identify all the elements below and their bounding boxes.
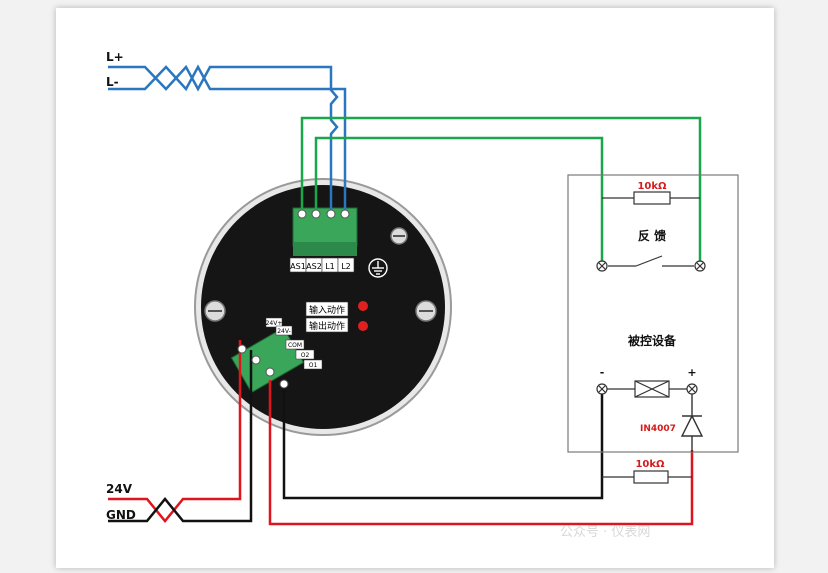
- label-com: COM: [288, 342, 302, 349]
- input-action-label: 输入动作: [309, 304, 345, 316]
- side-terminal-labels: 24V+ 24V- COM O2 O1: [266, 317, 323, 370]
- side-terminal-screws: [237, 344, 289, 389]
- label-24v-minus: 24V-: [277, 328, 291, 335]
- device-minus-label: -: [600, 366, 605, 379]
- top-terminal-labels: AS1 AS2 L1 L2: [289, 257, 355, 273]
- label-as2: AS2: [306, 262, 322, 271]
- controlled-device-title: 被控设备: [628, 333, 677, 348]
- indicator-panel: 输入动作 输出动作: [305, 301, 368, 333]
- wire-blue: [108, 64, 347, 210]
- feedback-resistor-label: 10kΩ: [637, 181, 667, 192]
- dc-24v-label: 24V: [106, 482, 133, 496]
- device-plus-label: +: [687, 366, 696, 379]
- label-l1: L1: [325, 262, 335, 271]
- feedback-resistor: 10kΩ: [602, 181, 700, 205]
- diode-icon: [680, 394, 704, 452]
- output-action-label: 输出动作: [309, 320, 345, 332]
- bottom-resistor-label: 10kΩ: [635, 459, 665, 470]
- screw-top-right: [390, 227, 408, 245]
- label-24v-plus: 24V+: [266, 320, 283, 327]
- label-as1: AS1: [290, 262, 306, 271]
- watermark: 公众号 · 仪表网: [560, 525, 650, 540]
- load-icon: [596, 380, 698, 398]
- label-o2: O2: [301, 352, 310, 359]
- diode-label: IN4007: [640, 424, 676, 434]
- screw-right: [415, 300, 437, 322]
- controlled-device-box: [567, 174, 739, 453]
- feedback-title: 反 馈: [638, 228, 666, 243]
- bottom-resistor: 10kΩ: [602, 459, 692, 484]
- switch-icon: [596, 255, 706, 272]
- wire-black: [108, 350, 604, 523]
- ground-icon: [368, 258, 388, 278]
- label-l2: L2: [341, 262, 351, 271]
- input-led-icon: [358, 301, 368, 311]
- wire-green: [300, 116, 702, 265]
- screw-left: [204, 300, 226, 322]
- top-terminal-screws: [297, 209, 350, 219]
- power-neg-label: L-: [106, 75, 119, 89]
- output-led-icon: [358, 321, 368, 331]
- label-o1: O1: [309, 362, 318, 369]
- power-pos-label: L+: [106, 50, 124, 64]
- gnd-label: GND: [106, 508, 136, 522]
